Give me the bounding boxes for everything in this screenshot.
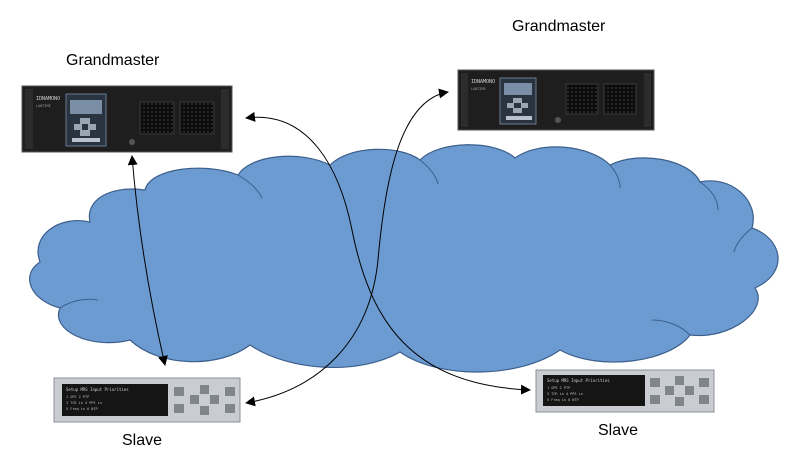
svg-text:Setup MRS Input Priorities: Setup MRS Input Priorities [547, 378, 610, 383]
keypad-icon [174, 385, 235, 415]
fan-grille-icon [139, 101, 215, 135]
grandmaster-left-device: IDNAMONO LANTIME [21, 85, 233, 153]
slave-left-label: Slave [122, 432, 163, 449]
svg-text:LANTIME: LANTIME [471, 87, 486, 91]
slave-right-label: Slave [598, 422, 639, 439]
slave-left-device: Setup MRS Input Priorities 1 GPS 2 PTP 3… [53, 377, 241, 423]
svg-text:5 Freq in 6 NTP: 5 Freq in 6 NTP [547, 398, 579, 402]
grandmaster-right-label: Grandmaster [512, 18, 606, 35]
slave-right-device: Setup MRS Input Priorities 1 GPS 2 PTP 3… [535, 369, 715, 413]
svg-text:IDNAMONO: IDNAMONO [471, 79, 495, 85]
svg-text:1 GPS 2 PTP: 1 GPS 2 PTP [66, 395, 89, 399]
link-gm-right-slave-left [245, 88, 449, 407]
svg-text:IDNAMONO: IDNAMONO [36, 96, 60, 102]
network-cloud [29, 144, 779, 373]
grandmaster-right-device: IDNAMONO LANTIME [457, 69, 655, 131]
grandmaster-left-label: Grandmaster [66, 52, 160, 69]
svg-text:5 Freq in 6 NTP: 5 Freq in 6 NTP [66, 407, 98, 411]
fan-grille-icon [565, 83, 637, 115]
keypad-icon [72, 118, 100, 142]
svg-text:3 TCR in 4 PPS in: 3 TCR in 4 PPS in [547, 392, 583, 396]
svg-text:3 TCR in 4 PPS in: 3 TCR in 4 PPS in [66, 401, 102, 405]
svg-text:LANTIME: LANTIME [36, 104, 51, 108]
keypad-icon [650, 376, 709, 406]
connections [127, 88, 531, 407]
svg-text:1 GPS 2 PTP: 1 GPS 2 PTP [547, 386, 570, 390]
svg-text:Setup MRS Input Priorities: Setup MRS Input Priorities [66, 387, 129, 392]
link-gm-left-slave-left [127, 155, 168, 366]
